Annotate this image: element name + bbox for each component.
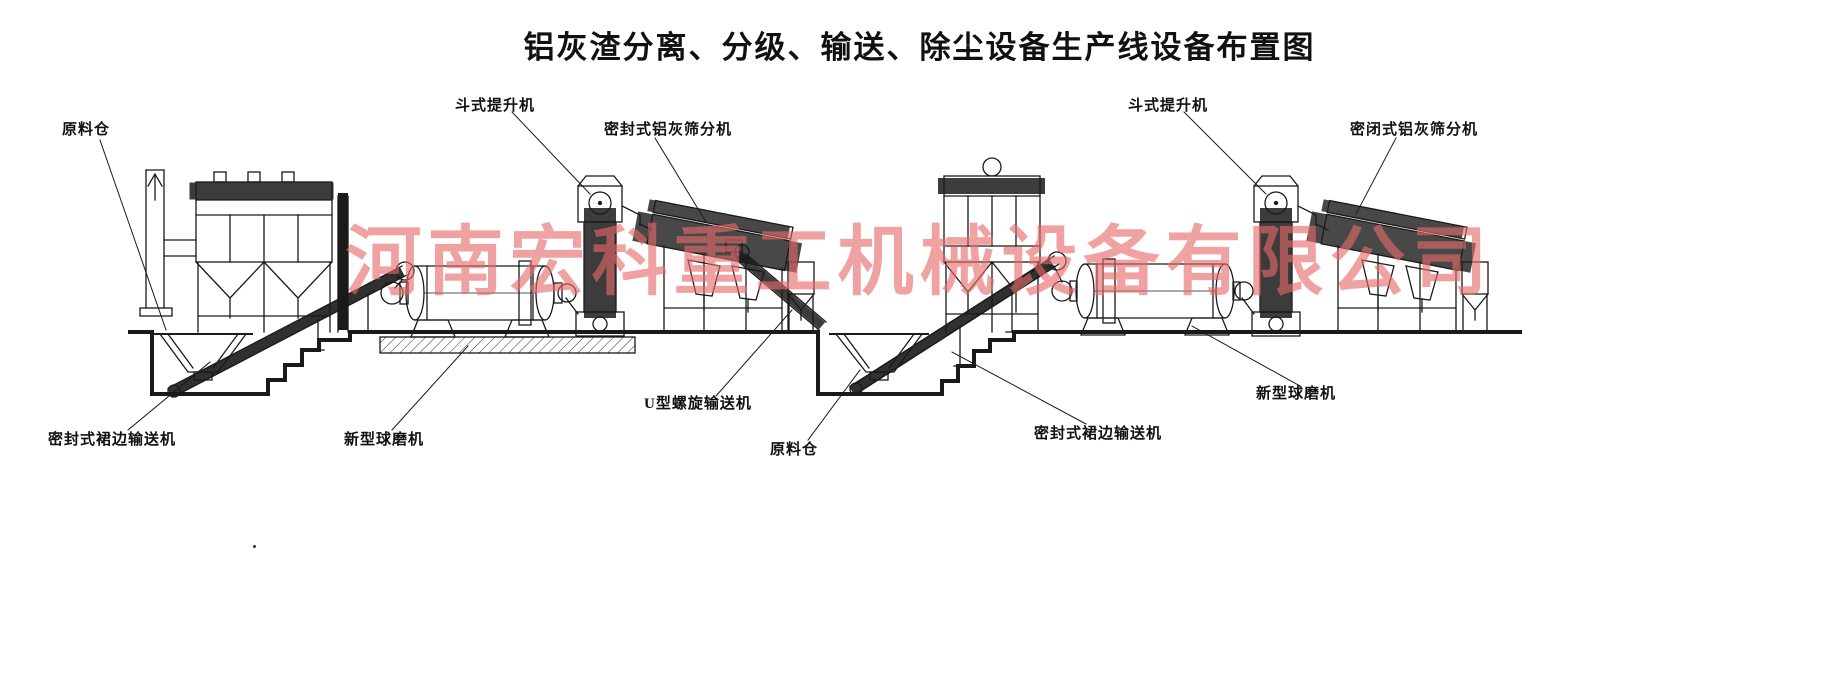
leader-lines <box>99 111 1397 441</box>
leader-ball-mill-right <box>1191 325 1301 387</box>
tail-pulley-icon <box>849 382 863 396</box>
up-arrow-icon <box>147 172 163 187</box>
head-pulley-icon <box>1047 251 1067 271</box>
feed-trunnion-icon <box>380 281 404 305</box>
leader-skirt-conveyor-right <box>951 351 1087 425</box>
leader-raw-bin-right <box>807 369 861 441</box>
discharge-trunnion-icon <box>1234 281 1254 301</box>
discharge-trunnion-icon <box>557 283 577 303</box>
label-ball-mill-right: 新型球磨机 <box>1256 386 1337 402</box>
bucket-elevator-left <box>565 175 653 337</box>
u-screw-conveyor <box>725 239 829 333</box>
ball-mill-left <box>379 260 636 354</box>
label-bucket-elevator-right: 斗式提升机 <box>1128 98 1209 114</box>
leader-u-screw-conveyor <box>715 309 793 397</box>
head-pulley-icon <box>395 261 415 281</box>
vent-icon <box>982 157 1002 177</box>
stray-dot <box>253 545 256 548</box>
ball-mill-right <box>1051 258 1254 336</box>
screw-drive-motor-icon <box>725 239 743 253</box>
label-ball-mill-left: 新型球磨机 <box>344 432 425 448</box>
label-skirt-conveyor-right: 密封式裙边输送机 <box>1034 426 1163 442</box>
label-raw-bin-right: 原料仓 <box>770 442 819 458</box>
leader-bucket-elevator-right <box>1183 111 1267 195</box>
screen-right <box>1306 199 1489 333</box>
ground-profile <box>128 330 1522 396</box>
label-screen-left: 密封式铝灰筛分机 <box>604 122 733 138</box>
leader-raw-bin-left <box>99 139 167 331</box>
label-skirt-conveyor-left: 密封式裙边输送机 <box>48 432 177 448</box>
mill-foundation <box>379 336 636 354</box>
skirt-conveyor-right <box>848 251 1067 396</box>
label-raw-bin-left: 原料仓 <box>62 122 111 138</box>
leader-screen-right <box>1355 137 1397 215</box>
exhaust-stack <box>139 169 197 317</box>
leader-ball-mill-left <box>391 345 469 431</box>
raw-material-bin-left <box>153 333 253 381</box>
skirt-conveyor-left <box>167 261 415 398</box>
screen-discharge-right <box>1461 261 1489 333</box>
feed-trunnion-icon <box>1051 280 1073 302</box>
label-bucket-elevator-left: 斗式提升机 <box>455 98 536 114</box>
bucket-elevator-right <box>1241 175 1329 337</box>
leader-bucket-elevator-left <box>511 111 591 195</box>
diagram-title: 铝灰渣分离、分级、输送、除尘设备生产线设备布置图 <box>523 30 1316 65</box>
ladder-icon <box>337 193 349 335</box>
label-screen-right: 密闭式铝灰筛分机 <box>1350 122 1479 138</box>
screen-left <box>632 199 815 333</box>
label-u-screw-conveyor: U型螺旋输送机 <box>644 396 752 412</box>
leader-screen-left <box>654 137 707 223</box>
leader-skirt-conveyor-left <box>127 361 211 431</box>
tail-pulley-icon <box>167 384 181 398</box>
